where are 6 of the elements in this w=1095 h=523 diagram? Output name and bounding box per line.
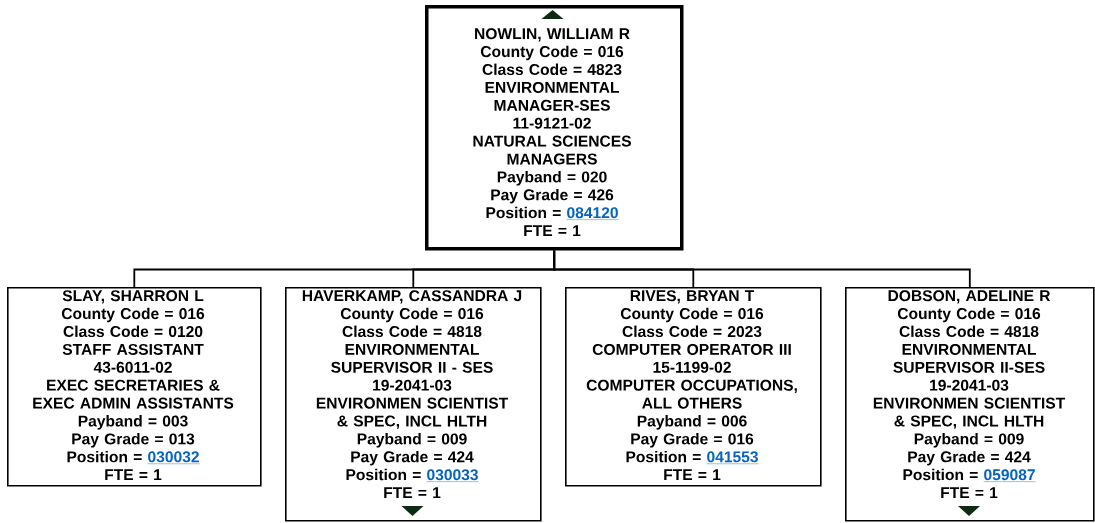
person-box: NOWLIN, WILLIAM R County Code = 016 Class Code = 4823 ENVIRONMENTAL MANAGER-SES 11-9121-02 NATURAL SCIENCES MANAGERS Payband = 020 Pay Grade = 426 Position = 084120 FTE = 1 — [425, 5, 684, 251]
person-box: HAVERKAMP, CASSANDRA J County Code = 016 Class Code = 4818 ENVIRONMENTAL SUPERVISOR II - SES 19-2041-03 ENVIRONMEN SCIENTIST & SPEC, INCL HLTH Payband = 009 Pay Grade = 424 Position = 030033 FTE = 1 — [285, 287, 542, 522]
person-box: RIVES, BRYAN T County Code = 016 Class Code = 2023 COMPUTER OPERATOR III 15-1199-02 COMPUTER OCCUPATIONS, ALL OTHERS Payband = 006 Pay Grade = 016 Position = 041553 FTE = 1 — [565, 287, 822, 487]
person-box: DOBSON, ADELINE R County Code = 016 Class Code = 4818 ENVIRONMENTAL SUPERVISOR II-SES 19-2041-03 ENVIRONMEN SCIENTIST & SPEC, INCL HLTH Payband = 009 Pay Grade = 424 Position = 059087 FTE = 1 — [845, 287, 1095, 522]
person-box: SLAY, SHARRON L County Code = 016 Class Code = 0120 STAFF ASSISTANT 43-6011-02 EXEC SECRETARIES & EXEC ADMIN ASSISTANTS Payband = 003 Pay Grade = 013 Position = 030032 FTE = 1 — [7, 287, 262, 487]
connector-line — [553, 249, 971, 288]
